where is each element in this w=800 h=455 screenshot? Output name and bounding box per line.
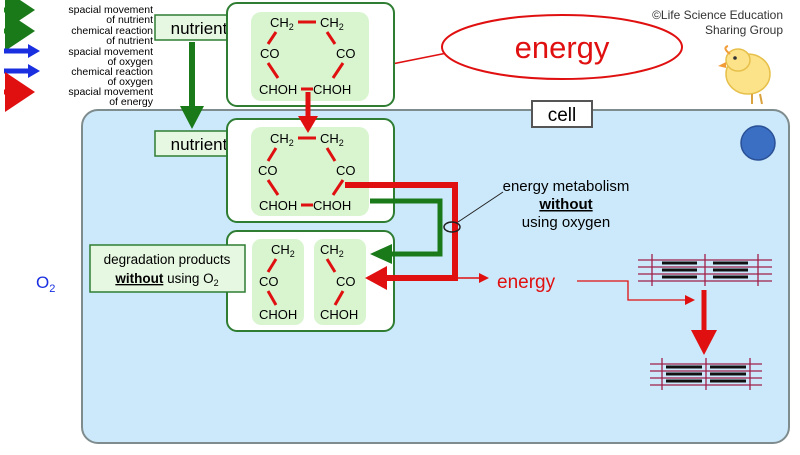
svg-text:CO: CO bbox=[336, 274, 356, 289]
cell-label-box bbox=[531, 100, 593, 128]
energy-transfer-arrowhead bbox=[298, 116, 318, 133]
glucose-molecule-outside: CH2 CH2 CO CO CHOH CHOH bbox=[226, 2, 395, 107]
svg-text:CHOH: CHOH bbox=[259, 82, 297, 97]
metabolism-label-line1: energy metabolism bbox=[503, 178, 630, 195]
legend-blue-arrowhead-icon bbox=[28, 44, 40, 58]
chick-mascot-icon bbox=[718, 45, 771, 105]
degradation-label-box bbox=[89, 244, 246, 293]
metabolism-label-line3: using oxygen bbox=[522, 214, 610, 231]
nutrient-outside-label: nutrient bbox=[171, 19, 228, 38]
svg-text:CH2: CH2 bbox=[270, 15, 294, 32]
svg-text:CHOH: CHOH bbox=[313, 198, 351, 213]
energy-to-muscle-arrow bbox=[577, 280, 695, 305]
svg-text:CH2: CH2 bbox=[271, 242, 295, 259]
oxygen-label: O2 bbox=[36, 273, 55, 295]
legend-label: of oxygen bbox=[107, 56, 153, 68]
reaction-marker-icon bbox=[443, 221, 461, 233]
metabolism-label-line2: without bbox=[538, 196, 592, 213]
svg-text:CO: CO bbox=[259, 274, 279, 289]
energy-output-label: energy bbox=[497, 272, 556, 293]
copyright-line: Sharing Group bbox=[705, 23, 783, 37]
svg-text:CH2: CH2 bbox=[320, 15, 344, 32]
energy-bubble-label: energy bbox=[515, 30, 610, 65]
svg-text:CH2: CH2 bbox=[270, 131, 294, 148]
legend: spacial movement of nutrient chemical re… bbox=[4, 0, 154, 112]
svg-text:CO: CO bbox=[258, 163, 278, 178]
svg-text:CHOH: CHOH bbox=[320, 307, 358, 322]
legend-item-oxygen-movement: spacial movement of oxygen bbox=[4, 44, 153, 68]
annotation-leader-line bbox=[457, 191, 504, 223]
legend-label: spacial movement bbox=[68, 46, 153, 58]
legend-label: spacial movement bbox=[68, 86, 153, 98]
degradation-products-molecules: CH2 CH2 CO CO CHOH CHOH bbox=[226, 230, 395, 332]
degradation-label-line1: degradation products bbox=[104, 252, 231, 267]
degradation-label-line2: without using O2 bbox=[114, 271, 218, 288]
glucose-molecule-inside: CH2 CH2 CO CO CHOH CHOH bbox=[226, 118, 395, 223]
nutrient-inside-label: nutrient bbox=[171, 135, 228, 154]
legend-item-nutrient-movement: spacial movement of nutrient bbox=[4, 0, 153, 30]
nutrient-reaction-arrowhead bbox=[370, 244, 392, 264]
svg-text:CHOH: CHOH bbox=[313, 82, 351, 97]
energy-bubble: energy bbox=[351, 14, 683, 80]
legend-blue-arrowhead-icon bbox=[28, 64, 40, 78]
svg-text:CHOH: CHOH bbox=[259, 198, 297, 213]
nutrient-movement-arrowhead bbox=[180, 106, 204, 129]
svg-text:CO: CO bbox=[336, 163, 356, 178]
svg-text:CO: CO bbox=[260, 46, 280, 61]
cell-label: cell bbox=[548, 105, 577, 126]
legend-label: chemical reaction bbox=[71, 25, 153, 37]
sarcomere-relaxed-icon bbox=[638, 254, 772, 286]
legend-item-nutrient-reaction: chemical reaction of nutrient bbox=[4, 11, 153, 51]
svg-text:CO: CO bbox=[336, 46, 356, 61]
contraction-arrowhead bbox=[691, 330, 717, 355]
copyright-line: ©Life Science Education bbox=[652, 8, 783, 22]
legend-label: chemical reaction bbox=[71, 66, 153, 78]
legend-item-energy-movement: spacial movement of energy bbox=[4, 72, 154, 112]
legend-item-oxygen-reaction: chemical reaction of oxygen bbox=[4, 64, 153, 88]
legend-label: of energy bbox=[109, 96, 154, 108]
legend-label: spacial movement bbox=[68, 4, 153, 16]
svg-text:CHOH: CHOH bbox=[259, 307, 297, 322]
legend-label: of oxygen bbox=[107, 76, 153, 88]
svg-text:CH2: CH2 bbox=[320, 131, 344, 148]
svg-text:CH2: CH2 bbox=[320, 242, 344, 259]
legend-label: of nutrient bbox=[106, 14, 153, 26]
energy-release-arrowhead bbox=[365, 266, 387, 290]
legend-label: of nutrient bbox=[106, 35, 153, 47]
nucleus bbox=[740, 125, 776, 161]
sarcomere-contracted-icon bbox=[650, 358, 762, 390]
nutrient-reaction-arrow bbox=[370, 198, 443, 257]
